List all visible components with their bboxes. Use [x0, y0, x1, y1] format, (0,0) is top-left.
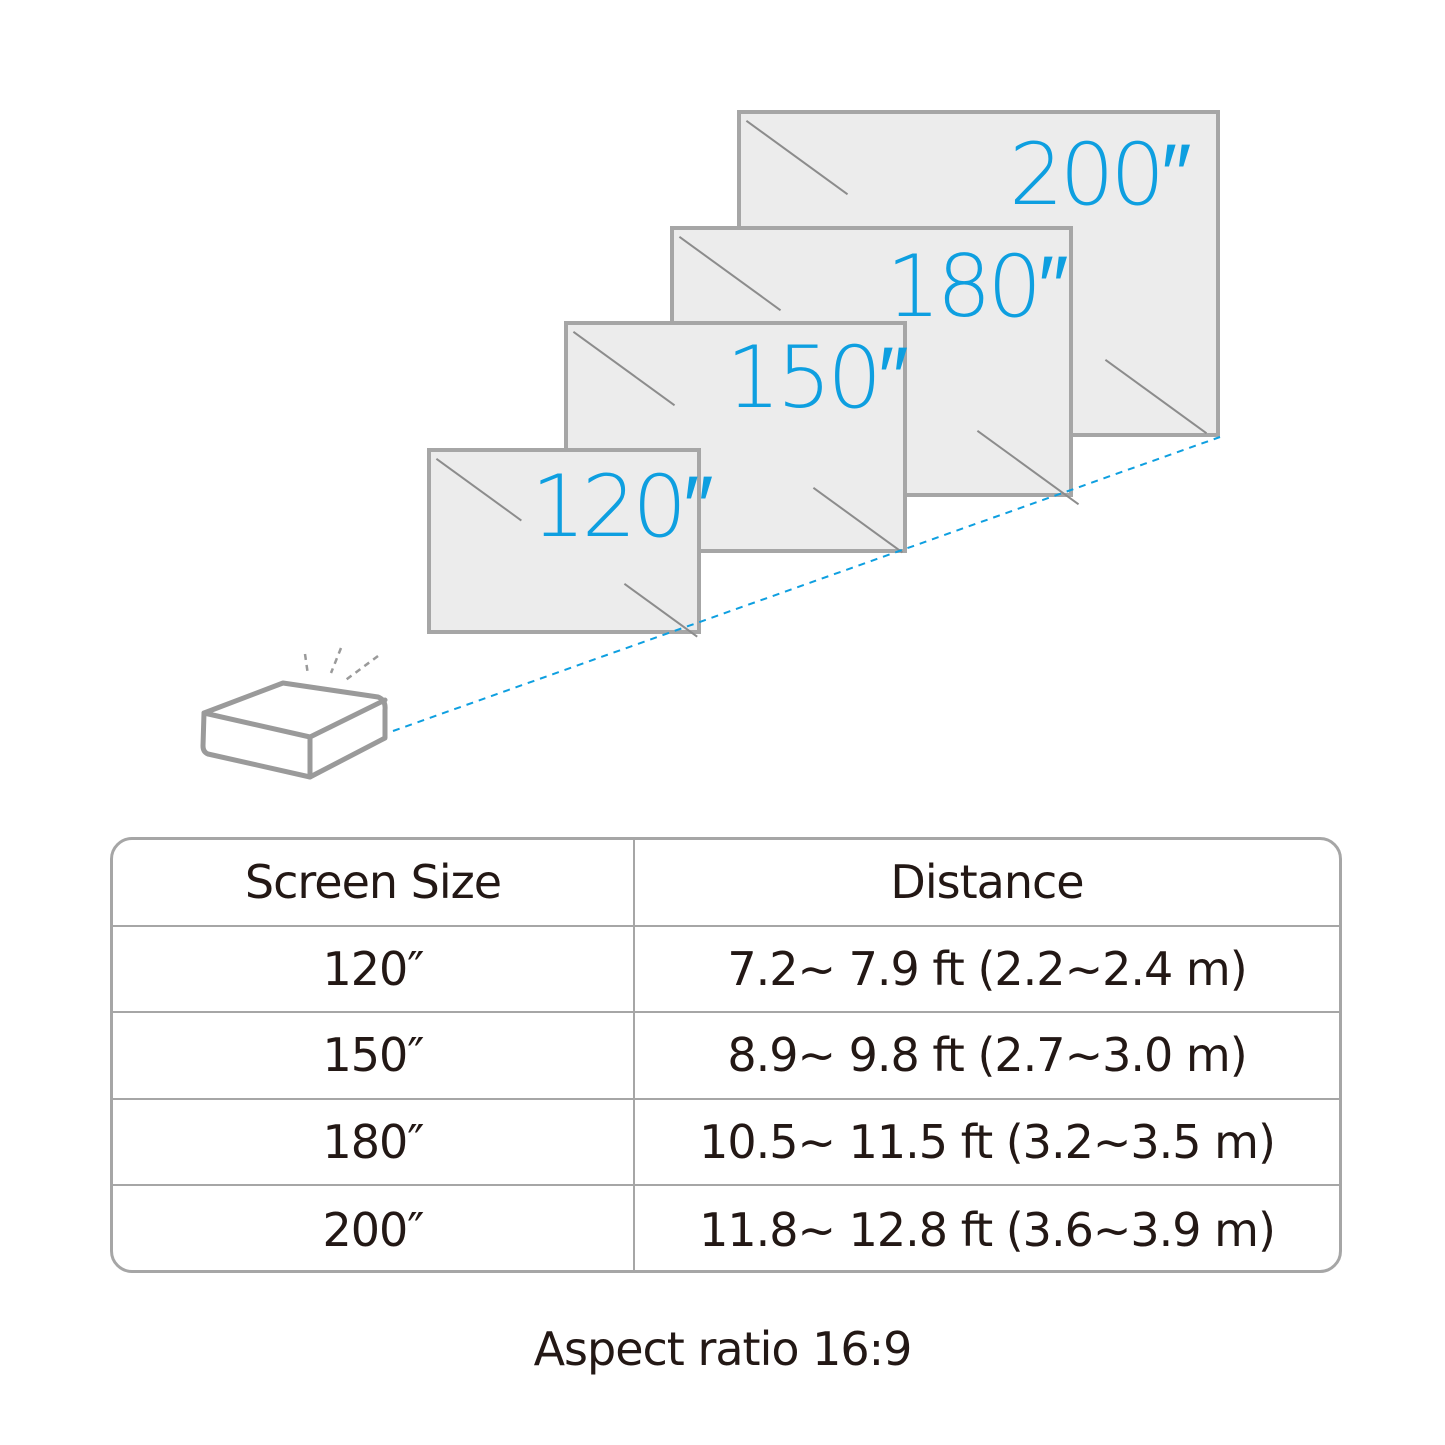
screen-label-150: 150″ — [726, 328, 909, 428]
light-rays-icon — [303, 647, 379, 684]
distance-table: Screen Size Distance 120″ 7.2~ 7.9 ft (2… — [110, 837, 1342, 1273]
table-row: 200″ 11.8~ 12.8 ft (3.6~3.9 m) — [113, 1186, 1339, 1270]
cell-distance: 8.9~ 9.8 ft (2.7~3.0 m) — [727, 1028, 1247, 1083]
projection-diagram — [200, 436, 1221, 780]
aspect-ratio-caption: Aspect ratio 16:9 — [533, 1322, 913, 1376]
screen-label-120: 120″ — [531, 457, 714, 557]
cell-size: 120″ — [113, 926, 635, 1012]
screen-label-200: 200″ — [1009, 125, 1192, 225]
screen-120: 120″ — [427, 448, 714, 638]
header-distance: Distance — [890, 855, 1084, 910]
projector-icon — [200, 680, 388, 780]
table-row: 120″ 7.2~ 7.9 ft (2.2~2.4 m) — [113, 926, 1339, 1014]
cell-distance: 7.2~ 7.9 ft (2.2~2.4 m) — [727, 941, 1247, 996]
table-row: 150″ 8.9~ 9.8 ft (2.7~3.0 m) — [113, 1013, 1339, 1100]
projection-beam — [392, 436, 1221, 732]
cell-size: 180″ — [113, 1099, 635, 1185]
screen-label-180: 180″ — [886, 237, 1069, 337]
cell-size: 200″ — [113, 1186, 635, 1270]
cell-size: 150″ — [113, 1013, 635, 1098]
table-header-row: Screen Size Distance — [113, 840, 1339, 927]
cell-distance: 10.5~ 11.5 ft (3.2~3.5 m) — [699, 1115, 1276, 1170]
header-screen-size: Screen Size — [113, 840, 635, 925]
table-row: 180″ 10.5~ 11.5 ft (3.2~3.5 m) — [113, 1099, 1339, 1187]
cell-distance: 11.8~ 12.8 ft (3.6~3.9 m) — [699, 1202, 1276, 1257]
